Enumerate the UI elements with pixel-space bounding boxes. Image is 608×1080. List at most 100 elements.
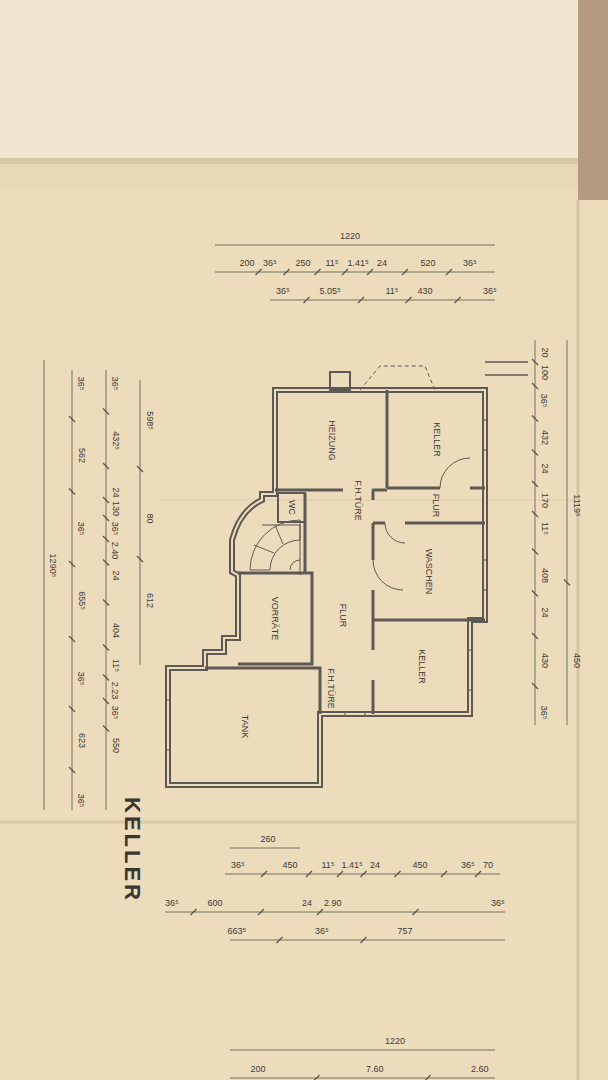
dimension-tick: [532, 633, 538, 639]
dimension-tick: [69, 767, 75, 773]
dimension-tick: [475, 871, 481, 877]
room-label: WC: [286, 500, 297, 515]
carpet: [578, 0, 608, 200]
dimension-text: 36⁵: [315, 926, 329, 937]
dimension-text: 36⁵: [231, 860, 245, 871]
room: WASCHEN: [375, 525, 483, 618]
dimension-tick: [532, 591, 538, 597]
dimension-tick: [315, 269, 321, 275]
dimension-text: 450: [413, 860, 428, 871]
dimension-tick: [191, 909, 197, 915]
dimension-tick: [103, 409, 109, 415]
dimension-text: 5.05⁵: [320, 286, 341, 297]
dimension-tick: [532, 683, 538, 689]
dimension-tick: [532, 481, 538, 487]
dimension-text: 36⁵: [483, 286, 497, 297]
room: KELLER: [375, 622, 468, 710]
dimension-text: 170: [539, 492, 550, 507]
room-label: FLUR: [337, 603, 348, 627]
dimension-text: 36⁵: [263, 258, 277, 269]
dimension-text: 757: [398, 926, 413, 937]
paper-band: [0, 164, 608, 190]
dimension-tick: [358, 297, 364, 303]
dimension-tick: [284, 269, 290, 275]
dimension-tick: [256, 269, 262, 275]
dimension-tick: [103, 726, 109, 732]
dimension-text: 655⁵: [75, 591, 86, 610]
dimension-text: 36⁵: [538, 393, 549, 407]
dimension-text: 7.60: [366, 1064, 384, 1075]
dimension-tick: [317, 909, 323, 915]
dimension-lines: [44, 245, 570, 1080]
dimension-text: 24: [539, 607, 550, 617]
dimension-tick: [425, 1075, 431, 1080]
dimension-text: 1119⁵: [571, 494, 582, 516]
dimension-tick: [103, 645, 109, 651]
dimension-text: 663⁵: [228, 926, 247, 937]
dimension-tick: [103, 497, 109, 503]
dimension-text: 2.23: [109, 681, 120, 699]
room: FLUR: [315, 560, 371, 670]
dimension-text: 623: [76, 732, 87, 747]
dimension-text: 36⁵: [75, 521, 86, 535]
dimension-text: 36⁵: [75, 671, 86, 685]
dimension-tick: [413, 909, 419, 915]
dimension-tick: [337, 871, 343, 877]
room-label: VORRÄTE: [269, 597, 280, 641]
dimension-text: 24: [110, 570, 121, 580]
dimension-tick: [103, 536, 109, 542]
dimension-tick: [455, 297, 461, 303]
dimension-tick: [564, 580, 570, 586]
dimension-tick: [137, 556, 143, 562]
dimension-text: 2.90: [324, 898, 342, 909]
dimension-tick: [137, 466, 143, 472]
dimension-text: 1.41⁵: [342, 860, 363, 871]
dimension-text: 430: [539, 652, 550, 667]
room: TANK: [170, 670, 318, 783]
dimension-text: 11⁵: [326, 258, 339, 269]
dimension-tick: [342, 269, 348, 275]
room-label: HEIZUNG: [325, 420, 336, 461]
dimension-text: 550: [110, 737, 121, 752]
dimension-tick: [361, 937, 367, 943]
door-note: F.H.TÜRE: [324, 668, 335, 709]
dimension-text: 404: [110, 622, 121, 637]
room-label: WASCHEN: [423, 549, 434, 595]
dimension-text: 2.60: [471, 1064, 489, 1075]
room-label: TANK: [239, 715, 250, 738]
dimension-text: 36⁵: [491, 898, 505, 909]
dimension-text: 1.41⁵: [348, 258, 369, 269]
room: KELLER: [389, 392, 483, 486]
dimension-text: 80: [144, 513, 155, 523]
dimension-tick: [532, 383, 538, 389]
fold-line: [577, 200, 580, 1080]
dimension-tick: [103, 515, 109, 521]
dimension-text: 1220: [385, 1036, 405, 1047]
dimension-tick: [69, 706, 75, 712]
dimension-text: 36⁵: [109, 376, 120, 390]
dimension-tick: [406, 297, 412, 303]
dimension-tick: [103, 560, 109, 566]
dimension-tick: [103, 600, 109, 606]
dimension-tick: [532, 416, 538, 422]
dimension-text: 36⁵: [276, 286, 290, 297]
dimension-text: 11⁵: [110, 658, 121, 671]
dimension-text: 562: [76, 447, 87, 462]
room: VORRÄTE: [240, 575, 310, 662]
dimension-text: 36⁵: [75, 793, 86, 807]
dimension-tick: [304, 297, 310, 303]
room: HEIZUNG: [277, 392, 385, 488]
dimension-text: 450: [571, 652, 582, 667]
dimension-tick: [258, 909, 264, 915]
dimension-text: 450: [283, 860, 298, 871]
dimension-text: 24: [377, 258, 387, 269]
dimension-text: 11⁵: [539, 521, 550, 534]
dimension-tick: [532, 549, 538, 555]
dimension-tick: [69, 561, 75, 567]
dimension-tick: [306, 871, 312, 877]
dimension-text: 520: [421, 258, 436, 269]
dimension-tick: [69, 416, 75, 422]
door-note: F.H.TÜRE: [351, 480, 362, 521]
